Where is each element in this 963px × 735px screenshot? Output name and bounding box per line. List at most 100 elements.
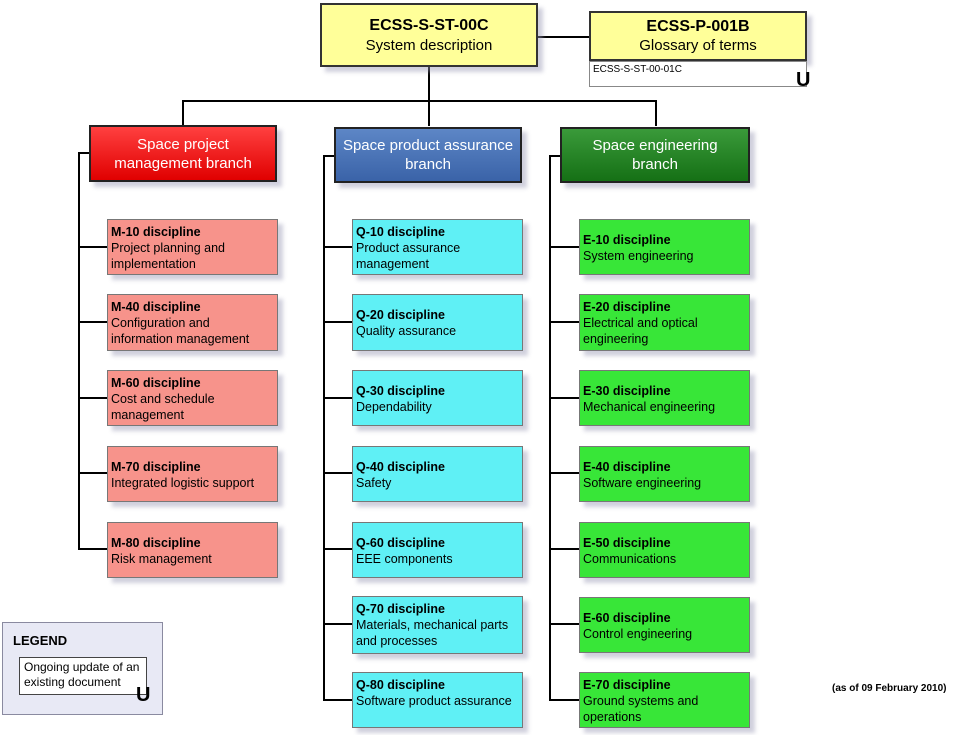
tick [78,321,107,323]
tick [323,397,352,399]
tick [323,699,352,701]
glossary-ref: ECSS-S-ST-00-01C [593,64,682,75]
discipline-desc: Integrated logistic support [111,476,255,490]
discipline-desc: Control engineering [583,627,693,641]
discipline-code: M-10 discipline [111,225,201,239]
tick [549,321,579,323]
discipline-q-20[interactable]: Q-20 discipline Quality assurance [352,294,523,351]
top-title: System description [365,37,493,54]
discipline-desc: Dependability [356,400,432,414]
glossary-code: ECSS-P-001B [646,18,750,35]
discipline-e-30[interactable]: E-30 discipline Mechanical engineering [579,370,750,426]
discipline-desc: Software product assurance [356,694,512,708]
connector-top-down [428,66,430,102]
discipline-code: Q-70 discipline [356,602,445,616]
date-note: (as of 09 February 2010) [832,683,947,694]
spine-q-top [323,155,335,157]
discipline-e-70[interactable]: E-70 discipline Ground systems and opera… [579,672,750,728]
discipline-desc: Configuration and information management [111,316,250,346]
discipline-desc: Product assurance management [356,241,461,271]
tick [549,623,579,625]
discipline-e-40[interactable]: E-40 discipline Software engineering [579,446,750,502]
branch-label: Space project management branch [114,135,252,172]
discipline-code: Q-40 discipline [356,460,445,474]
branch-product-assurance[interactable]: Space product assurance branch [334,127,522,183]
discipline-code: M-80 discipline [111,536,201,550]
tick [323,472,352,474]
spine-e-top [549,155,561,157]
discipline-m-10[interactable]: M-10 discipline Project planning and imp… [107,219,278,275]
discipline-desc: Cost and schedule management [111,392,215,422]
discipline-code: E-50 discipline [583,536,671,550]
discipline-code: E-30 discipline [583,384,671,398]
glossary-box[interactable]: ECSS-P-001B Glossary of terms [589,11,807,61]
discipline-code: E-40 discipline [583,460,671,474]
legend-title: LEGEND [13,633,68,648]
tick [323,246,352,248]
discipline-m-40[interactable]: M-40 discipline Configuration and inform… [107,294,278,351]
discipline-code: M-70 discipline [111,460,201,474]
discipline-desc: Risk management [111,552,212,566]
discipline-q-60[interactable]: Q-60 discipline EEE components [352,522,523,578]
connector-q [428,100,430,126]
discipline-e-20[interactable]: E-20 discipline Electrical and optical e… [579,294,750,351]
spine-q [323,155,325,701]
discipline-desc: Materials, mechanical parts and processe… [356,618,509,648]
tick [549,246,579,248]
connector-m [182,100,184,126]
discipline-m-70[interactable]: M-70 discipline Integrated logistic supp… [107,446,278,502]
discipline-code: Q-80 discipline [356,678,445,692]
update-icon: U [796,69,811,91]
discipline-e-10[interactable]: E-10 discipline System engineering [579,219,750,275]
discipline-q-80[interactable]: Q-80 discipline Software product assuran… [352,672,523,728]
discipline-q-40[interactable]: Q-40 discipline Safety [352,446,523,502]
discipline-m-80[interactable]: M-80 discipline Risk management [107,522,278,578]
discipline-e-50[interactable]: E-50 discipline Communications [579,522,750,578]
tick [549,472,579,474]
glossary-ref-box: ECSS-S-ST-00-01C [589,61,807,87]
legend-item: Ongoing update of an existing document [24,660,140,689]
discipline-q-30[interactable]: Q-30 discipline Dependability [352,370,523,426]
discipline-desc: Mechanical engineering [583,400,716,414]
discipline-code: E-60 discipline [583,611,671,625]
discipline-q-70[interactable]: Q-70 discipline Materials, mechanical pa… [352,596,523,654]
tick [78,246,107,248]
connector-branch-bar [182,100,656,102]
connector-e [655,100,657,126]
discipline-code: Q-20 discipline [356,308,445,322]
discipline-q-10[interactable]: Q-10 discipline Product assurance manage… [352,219,523,275]
branch-engineering[interactable]: Space engineering branch [560,127,750,183]
discipline-code: E-20 discipline [583,300,671,314]
discipline-m-60[interactable]: M-60 discipline Cost and schedule manage… [107,370,278,426]
tick [549,699,579,701]
discipline-desc: Project planning and implementation [111,241,225,271]
discipline-code: Q-60 discipline [356,536,445,550]
tick [323,548,352,550]
branch-label: Space engineering branch [592,137,718,173]
discipline-desc: Safety [356,476,392,490]
tick [549,397,579,399]
connector-glossary [538,36,590,38]
discipline-desc: Communications [583,552,677,566]
tick [549,548,579,550]
spine-m [78,152,80,550]
discipline-code: M-40 discipline [111,300,201,314]
discipline-desc: System engineering [583,249,694,263]
discipline-code: M-60 discipline [111,376,201,390]
discipline-e-60[interactable]: E-60 discipline Control engineering [579,597,750,653]
discipline-desc: Ground systems and operations [583,694,699,724]
tick [78,548,107,550]
tick [323,321,352,323]
discipline-desc: Software engineering [583,476,702,490]
discipline-code: Q-10 discipline [356,225,445,239]
top-code: ECSS-S-ST-00C [369,17,489,34]
system-description-box[interactable]: ECSS-S-ST-00C System description [320,3,538,67]
spine-m-top [78,152,90,154]
tick [78,397,107,399]
branch-management[interactable]: Space project management branch [89,125,277,182]
discipline-code: E-70 discipline [583,678,671,692]
legend-item-box: Ongoing update of an existing document [19,657,147,695]
tick [323,623,352,625]
branch-label: Space product assurance branch [342,137,514,173]
discipline-desc: Quality assurance [356,324,457,338]
